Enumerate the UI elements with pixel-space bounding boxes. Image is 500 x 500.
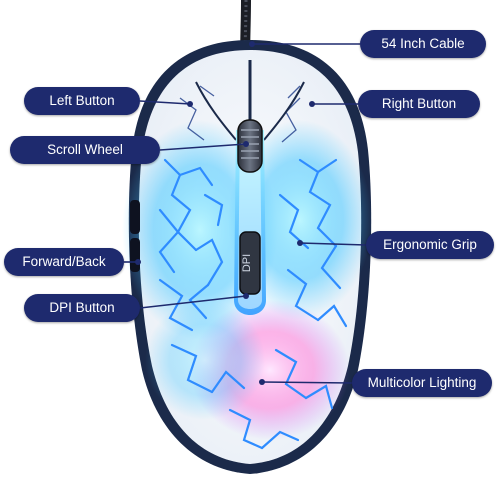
callout-left-button: Left Button xyxy=(24,87,140,115)
crackle-pattern xyxy=(158,158,348,450)
side-forward-button[interactable] xyxy=(130,200,140,234)
callout-cable: 54 Inch Cable xyxy=(360,30,486,58)
callout-forward-back: Forward/Back xyxy=(4,248,124,276)
dpi-button-text: DPI xyxy=(241,254,253,272)
side-back-button[interactable] xyxy=(130,238,140,272)
leader-lines xyxy=(124,43,367,384)
scroll-wheel[interactable] xyxy=(237,119,263,173)
callout-dpi-button: DPI Button xyxy=(24,294,140,322)
callout-right-button: Right Button xyxy=(358,90,480,118)
dpi-button[interactable] xyxy=(239,231,261,295)
callout-multicolor-lighting: Multicolor Lighting xyxy=(352,369,492,397)
callout-ergonomic-grip: Ergonomic Grip xyxy=(366,231,494,259)
callout-scroll-wheel: Scroll Wheel xyxy=(10,136,160,164)
